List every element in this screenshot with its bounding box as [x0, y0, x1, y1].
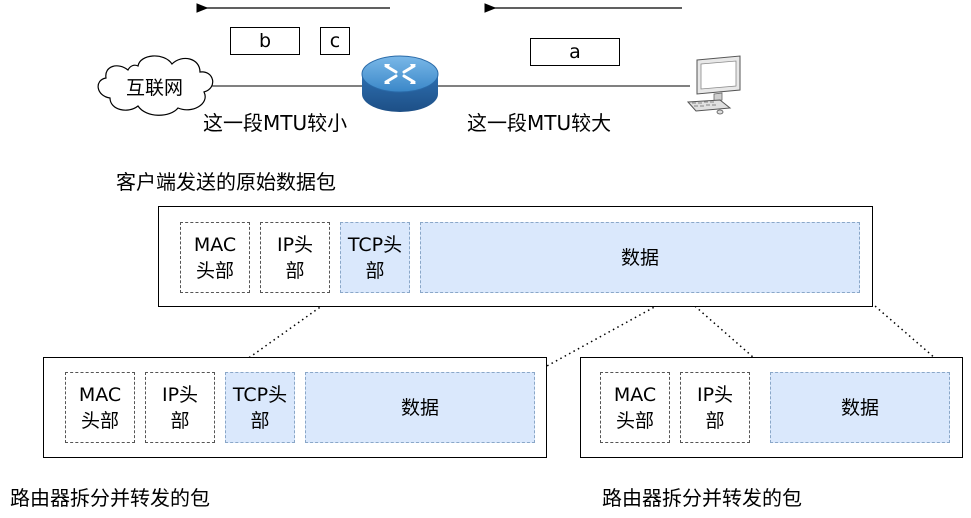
ip-line-2: 部 — [705, 409, 725, 432]
tcp-line-1: TCP头 — [347, 233, 403, 256]
original-mac-header: MAC 头部 — [180, 222, 250, 293]
tcp-line-2: 部 — [365, 259, 385, 282]
data-label: 数据 — [840, 396, 879, 419]
cloud-label: 互联网 — [126, 77, 184, 99]
fragment-left-tcp-header: TCP头 部 — [225, 372, 295, 443]
mac-line-2: 头部 — [80, 409, 119, 432]
original-tcp-header: TCP头 部 — [340, 222, 410, 293]
fragment-left-data: 数据 — [305, 372, 535, 443]
internet-cloud-icon — [97, 55, 214, 116]
ip-line-2: 部 — [285, 259, 305, 282]
mac-line-1: MAC — [193, 233, 237, 256]
original-packet-caption: 客户端发送的原始数据包 — [116, 170, 336, 194]
packet-tag-b: b — [230, 27, 300, 55]
original-data: 数据 — [420, 222, 860, 293]
ip-line-1: IP头 — [161, 383, 199, 406]
ip-line-2: 部 — [170, 409, 190, 432]
mac-line-2: 头部 — [195, 259, 234, 282]
data-label: 数据 — [620, 246, 659, 269]
computer-icon — [686, 55, 741, 115]
fragment-right-data: 数据 — [770, 372, 950, 443]
fragment-right-caption: 路由器拆分并转发的包 — [602, 486, 802, 510]
data-label: 数据 — [400, 396, 439, 419]
tcp-line-1: TCP头 — [232, 383, 288, 406]
original-ip-header: IP头 部 — [260, 222, 330, 293]
router-icon — [361, 55, 439, 112]
ip-line-1: IP头 — [696, 383, 734, 406]
mac-line-1: MAC — [78, 383, 122, 406]
fragment-left-ip-header: IP头 部 — [145, 372, 215, 443]
mtu-large-label: 这一段MTU较大 — [467, 111, 612, 135]
tcp-line-2: 部 — [250, 409, 270, 432]
packet-tag-a: a — [530, 38, 620, 66]
fragment-left-caption: 路由器拆分并转发的包 — [10, 486, 210, 510]
mac-line-1: MAC — [613, 383, 657, 406]
packet-tag-c: c — [320, 27, 350, 55]
ip-line-1: IP头 — [276, 233, 314, 256]
fragment-right-mac-header: MAC 头部 — [600, 372, 670, 443]
mtu-small-label: 这一段MTU较小 — [203, 111, 348, 135]
fragment-left-mac-header: MAC 头部 — [65, 372, 135, 443]
fragment-right-ip-header: IP头 部 — [680, 372, 750, 443]
mac-line-2: 头部 — [615, 409, 654, 432]
